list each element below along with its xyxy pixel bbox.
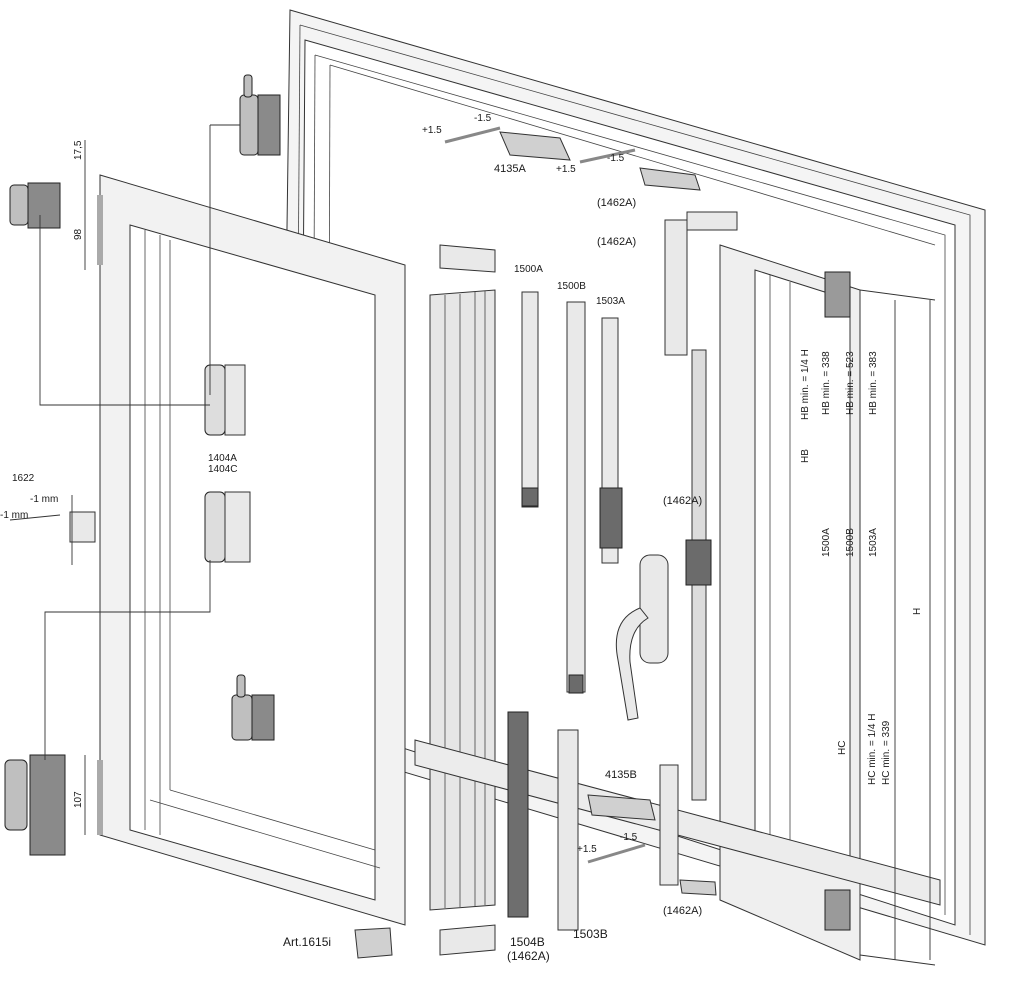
left-sash bbox=[99, 174, 406, 926]
label-art-1615i: Art.1615i bbox=[283, 935, 331, 949]
note-h: H bbox=[912, 608, 923, 615]
note-hc-339: HC min. = 339 bbox=[881, 720, 892, 785]
note-1500b: 1500B bbox=[845, 528, 856, 557]
top-clip bbox=[439, 244, 496, 273]
label-1500b: 1500B bbox=[557, 281, 586, 292]
label-1504b-sub: (1462A) bbox=[507, 949, 550, 963]
adjustment-arrows bbox=[444, 126, 646, 864]
mid-hinge-lower bbox=[204, 491, 251, 563]
corner-drive-1462a bbox=[664, 211, 738, 356]
label-1503a: 1503A bbox=[596, 296, 625, 307]
label-4135b: 4135B bbox=[605, 769, 637, 781]
rod-1503b bbox=[557, 729, 579, 931]
dim-plus15-b: +1.5 bbox=[556, 164, 576, 175]
label-1404a: 1404A bbox=[208, 453, 237, 464]
rod-1504b bbox=[507, 711, 529, 918]
label-1404c: 1404C bbox=[208, 464, 237, 475]
bottom-clip bbox=[439, 924, 496, 956]
label-1503b: 1503B bbox=[573, 927, 608, 941]
top-frame-hinge bbox=[239, 74, 281, 156]
dim-plus15-a: +1.5 bbox=[422, 125, 442, 136]
label-1504b: 1504B bbox=[510, 935, 545, 949]
dim-minus1mm-a: -1 mm bbox=[30, 494, 58, 505]
dim-minus15-c: -1.5 bbox=[620, 832, 638, 843]
note-hc: HC bbox=[837, 741, 848, 755]
bottom-left-hinge bbox=[4, 754, 66, 856]
sash-profile bbox=[429, 289, 496, 911]
note-hb-rule: HB min. = 1/4 H bbox=[800, 349, 811, 420]
keeper-top-1462a bbox=[639, 167, 701, 191]
rod-1500a bbox=[521, 291, 539, 508]
label-1462a-bottom: (1462A) bbox=[663, 905, 702, 917]
note-1500a: 1500A bbox=[821, 528, 832, 557]
bottom-frame-hinge bbox=[231, 674, 275, 741]
label-4135a: 4135A bbox=[494, 163, 526, 175]
handle bbox=[615, 554, 669, 721]
label-1622: 1622 bbox=[12, 473, 35, 484]
height-dimension-lines bbox=[859, 289, 936, 966]
label-1500a: 1500A bbox=[514, 264, 543, 275]
mid-hinge-1404a bbox=[204, 364, 246, 436]
top-left-hinge bbox=[9, 182, 61, 229]
leader-lines bbox=[39, 124, 240, 760]
note-1503a: 1503A bbox=[868, 528, 879, 557]
dim-17-5: 17,5 bbox=[73, 140, 84, 160]
dimension-bars bbox=[84, 140, 103, 835]
dim-minus15-a: -1.5 bbox=[474, 113, 492, 124]
label-1462a-corner: (1462A) bbox=[597, 236, 636, 248]
dim-plus15-c: +1.5 bbox=[577, 844, 597, 855]
rod-1462a-right bbox=[685, 349, 712, 801]
dim-107: 107 bbox=[73, 791, 84, 808]
note-hb-338: HB min. = 338 bbox=[821, 351, 832, 415]
dim-minus15-b: -1.5 bbox=[607, 153, 625, 164]
keeper-4135a bbox=[499, 131, 571, 161]
adjuster-1622 bbox=[9, 495, 96, 565]
note-hc-rule: HC min. = 1/4 H bbox=[867, 714, 878, 785]
art-1615i-part bbox=[354, 927, 393, 959]
note-hb: HB bbox=[800, 449, 811, 463]
keeper-bottom-1462a bbox=[679, 879, 717, 896]
note-hb-383: HB min. = 383 bbox=[868, 351, 879, 415]
label-1462a-top: (1462A) bbox=[597, 197, 636, 209]
rod-1500b bbox=[566, 301, 586, 694]
label-1462a-mid: (1462A) bbox=[663, 495, 702, 507]
dim-minus1mm-b: -1 mm bbox=[0, 510, 28, 521]
dim-98: 98 bbox=[73, 228, 84, 240]
rod-1503a bbox=[599, 317, 623, 564]
right-sash bbox=[719, 244, 861, 961]
note-hb-523: HB min. = 523 bbox=[845, 351, 856, 415]
keeper-4135b bbox=[587, 764, 679, 886]
